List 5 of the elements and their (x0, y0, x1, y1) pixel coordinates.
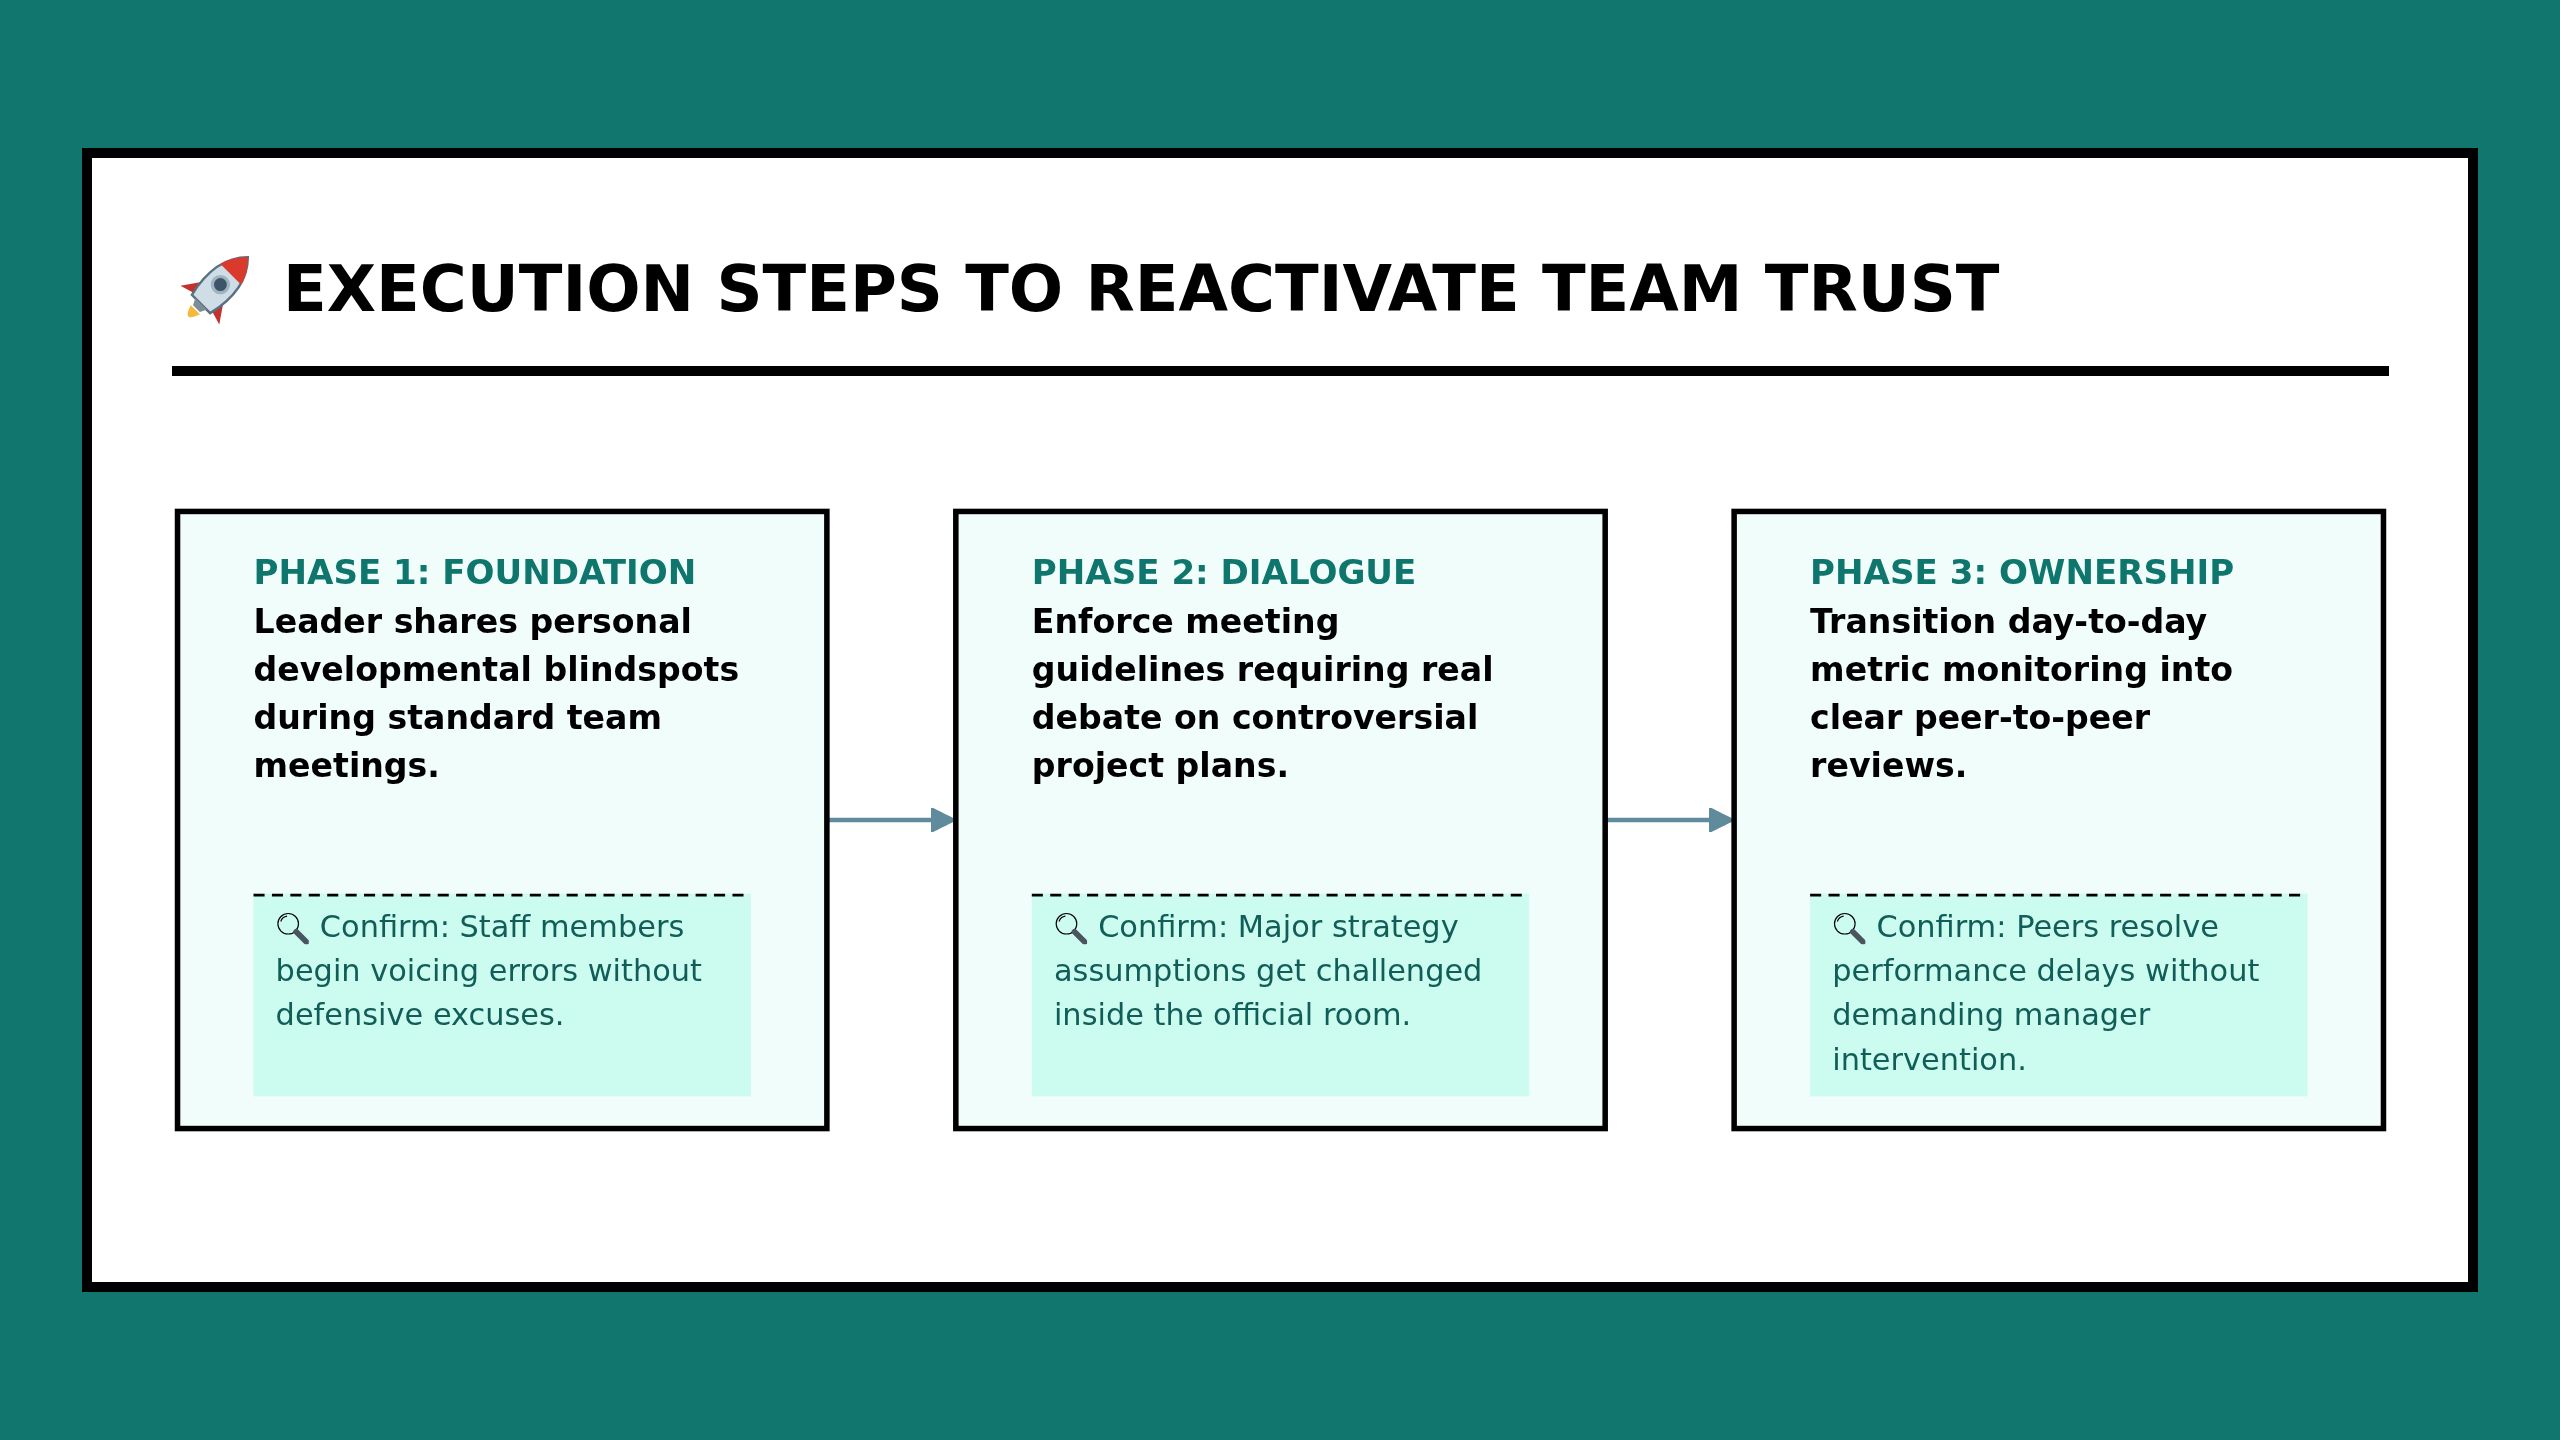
cluster (953, 508, 1608, 1132)
cluster (1731, 508, 2387, 1132)
title: EXECUTION STEPS TO REACTIVATE TEAM TRUST (283, 251, 2000, 328)
content-panel: EXECUTION STEPS TO REACTIVATE TEAM TRUST PHASE 3: OWNERSHIP Transition day-to-day metric monitoring into clear peer-to-peer reviews. Confirm: Peers resolve performance delays without demanding manager intervention. PHASE 2: DIALOGUE Enforce meeting guidelines requiring real debate on controversial project plans. Confirm: Major strategy assumptions get challenged inside the official room. PHASE 1: FOUNDATION Leader shares personal developmental blindspots during standard team meetings. Confirm: Staff members begin voicing errors without defensive excuses. (82, 148, 2478, 1292)
cluster (174, 508, 830, 1132)
